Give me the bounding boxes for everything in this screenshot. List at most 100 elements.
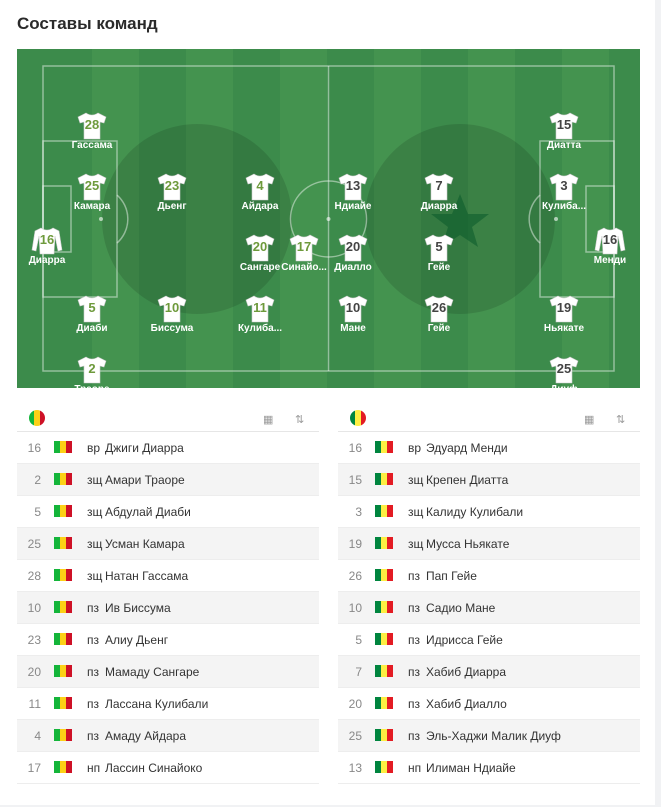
sort-arrows-icon[interactable]: ⇅ <box>616 414 626 426</box>
player-full-name[interactable]: Джиги Диарра <box>105 441 184 455</box>
jersey-icon: 10 <box>337 294 369 324</box>
player-name: Менди <box>593 255 627 266</box>
player-name: Гейе <box>427 262 451 273</box>
player-number: 23 <box>164 178 180 193</box>
player-number: 20 <box>345 239 361 254</box>
player-name: Гассама <box>71 140 113 151</box>
player-full-name[interactable]: Эль-Хаджи Малик Диуф <box>426 729 561 743</box>
player-full-name[interactable]: Крепен Диатта <box>426 473 509 487</box>
player-full-name[interactable]: Илиман Ндиайе <box>426 761 516 775</box>
player-full-name[interactable]: Амаду Айдара <box>105 729 186 743</box>
home-list-header: ▦ ⇅ <box>17 405 319 432</box>
away-player[interactable]: 25Диуф <box>534 355 594 388</box>
player-full-name[interactable]: Лассана Кулибали <box>105 697 209 711</box>
jersey-icon: 26 <box>423 294 455 324</box>
player-full-name[interactable]: Идрисса Гейе <box>426 633 503 647</box>
player-full-name[interactable]: Абдулай Диаби <box>105 505 191 519</box>
player-full-name[interactable]: Хабиб Диалло <box>426 697 507 711</box>
senegal-flag-icon <box>375 537 393 549</box>
player-number: 20 <box>252 239 268 254</box>
position: пз <box>408 665 420 679</box>
senegal-flag-icon <box>375 729 393 741</box>
player-number: 5 <box>435 239 443 254</box>
senegal-flag-icon <box>375 441 393 453</box>
player-full-name[interactable]: Натан Гассама <box>105 569 189 583</box>
player-number: 2 <box>88 361 96 376</box>
jersey-icon: 5 <box>76 294 108 324</box>
player-full-name[interactable]: Мусса Ньякате <box>426 537 510 551</box>
goal-net-icon[interactable]: ▦ <box>584 414 595 426</box>
player-number: 5 <box>88 300 96 315</box>
mali-flag-icon <box>54 473 72 485</box>
sort-arrows-icon[interactable]: ⇅ <box>295 414 305 426</box>
player-full-name[interactable]: Пап Гейе <box>426 569 477 583</box>
player-full-name[interactable]: Хабиб Диарра <box>426 665 506 679</box>
player-name: Камара <box>73 201 111 212</box>
player-full-name[interactable]: Садио Мане <box>426 601 496 615</box>
player-number: 25 <box>556 361 572 376</box>
player-full-name[interactable]: Лассин Синайоко <box>105 761 203 775</box>
player-full-name[interactable]: Усман Камара <box>105 537 185 551</box>
player-full-name[interactable]: Алиу Дьенг <box>105 633 169 647</box>
shirt-number: 17 <box>27 761 41 775</box>
mali-flag-icon <box>54 537 72 549</box>
position: пз <box>408 601 420 615</box>
jersey-icon: 19 <box>548 294 580 324</box>
player-number: 11 <box>253 300 267 315</box>
shirt-number: 4 <box>34 729 41 743</box>
goal-net-icon[interactable]: ▦ <box>263 414 274 426</box>
player-full-name[interactable]: Ив Биссума <box>105 601 171 615</box>
player-name: Дьенг <box>157 201 187 212</box>
mali-flag-icon <box>54 729 72 741</box>
player-name: Диалло <box>334 262 372 273</box>
player-full-name[interactable]: Амари Траоре <box>105 473 185 487</box>
home-player[interactable]: 2Траоре <box>62 355 122 388</box>
player-full-name[interactable]: Мамаду Сангаре <box>105 665 200 679</box>
player-full-name[interactable]: Эдуард Менди <box>426 441 508 455</box>
player-full-name[interactable]: Калиду Кулибали <box>426 505 524 519</box>
